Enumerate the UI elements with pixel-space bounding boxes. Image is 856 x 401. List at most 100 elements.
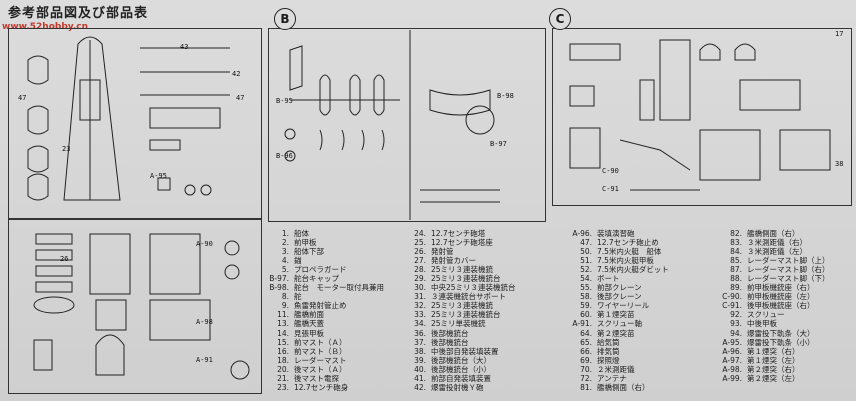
part-name: 探照燈 (597, 355, 620, 365)
part-number: 9. (281, 301, 289, 311)
part-number: 31. (414, 292, 426, 302)
sprue-b (268, 28, 546, 222)
list-item: 33.25ミリ３連装機銃台 (412, 310, 516, 319)
part-name: 舵台 モーター取付具兼用 (294, 283, 384, 293)
part-number: 28. (414, 265, 426, 275)
list-item: 51.7.5米内火艇甲板 (570, 256, 669, 265)
list-item: 34. 25ミリ単装機銃 (412, 319, 516, 328)
part-number: C-90. (722, 292, 742, 302)
sprue-c (552, 28, 852, 206)
parts-list-col-1: 1.船体 2.前甲板 3.船体下部 4.錨 5.プロペラガード B-97.舵台キ… (265, 229, 384, 392)
part-number: 83. (730, 238, 742, 248)
list-item: 82.艦橋側面（右） (722, 229, 830, 238)
list-item: 50.7.5米内火艇 船体 (570, 247, 669, 256)
list-item: 88. レーダーマスト脚（下） (722, 274, 830, 284)
part-name: 排気筒 (597, 346, 620, 356)
part-name: 給気筒 (597, 337, 620, 347)
part-number: 70. (580, 364, 592, 374)
part-name: 舵台キャップ (294, 274, 339, 284)
part-number: 66. (580, 346, 592, 356)
part-num: C-90 (602, 167, 619, 175)
part-num: B-96 (276, 152, 293, 160)
part-num: A-95 (150, 172, 167, 180)
part-number: A-91. (572, 319, 592, 329)
list-item: 2.前甲板 (265, 238, 384, 247)
part-name: ボート (597, 274, 620, 284)
part-name: 12.7センチ砲塔 (431, 229, 486, 238)
part-name: 25ミリ３連装機銃 (431, 301, 494, 311)
part-name: 前部自発装填装置 (431, 373, 491, 383)
list-item: 39.後部機銃台（大） (412, 356, 516, 365)
sprue-a-upper (8, 28, 262, 220)
part-name: 第２煙突（左） (747, 373, 800, 383)
part-name: ３米測距儀（右） (747, 238, 807, 248)
list-item: 58.後部クレーン (570, 292, 669, 301)
list-item: 38.中後部自発装填装置 (412, 347, 516, 356)
part-number: 64. (580, 328, 592, 338)
part-name: 後部機銃台 (431, 337, 469, 347)
part-number: 8. (281, 292, 289, 302)
part-name: 第１煙突（右） (747, 346, 800, 356)
list-item: 94.爆雷投下軌条（大） (722, 329, 830, 338)
part-name: 爆雷投下軌条（小） (747, 337, 815, 347)
part-name: スクリュー (747, 310, 785, 320)
part-number: A-96. (572, 229, 592, 238)
list-item: 30.中央25ミリ３連装機銃台 (412, 283, 515, 292)
part-number: 13. (277, 319, 289, 329)
part-number: 69. (580, 355, 592, 365)
list-item: 36.後部機銃台 (412, 329, 516, 338)
part-name: レーダーマスト脚（下） (747, 274, 830, 284)
part-num: B-98 (497, 92, 514, 100)
part-name: 25ミリ単装機銃 (431, 319, 486, 329)
part-number: 11. (277, 310, 289, 320)
part-num: C-91 (602, 185, 619, 193)
list-item: 64.第２煙突苗 (570, 329, 669, 338)
part-number: 41. (414, 373, 426, 383)
list-item: 60.第１煙突苗 (570, 310, 669, 319)
part-number: 34. (414, 319, 426, 329)
part-name: 発射管 (431, 247, 454, 257)
part-name: 7.5米内火艇ダビット (597, 265, 669, 275)
list-item: 5.プロペラガード (265, 265, 384, 274)
part-name: 舵 (294, 292, 302, 302)
part-number: 42. (414, 382, 426, 392)
list-item: 21.後マスト電探 (265, 374, 384, 383)
list-item: 54. ボート (570, 274, 669, 283)
part-name: 艦橋天蓋 (294, 319, 324, 329)
list-item: 31.３連装機銃台サポート (412, 292, 516, 301)
part-number: 93. (730, 319, 742, 329)
list-item: 8. 舵 (265, 292, 384, 301)
part-name: 後部機銃台（小） (431, 364, 491, 374)
part-number: 21. (277, 373, 289, 383)
part-num: 47 (18, 94, 27, 102)
part-number: 82. (730, 229, 742, 238)
list-item: 70. ２米測距儀 (570, 365, 669, 374)
part-name: スクリュー軸 (597, 319, 642, 329)
list-item: 87.レーダーマスト脚（右） (722, 265, 829, 274)
part-num: B-95 (276, 97, 293, 105)
list-item: 20.後マスト（Ａ） (265, 365, 384, 374)
part-name: ２米測距儀 (597, 364, 635, 374)
parts-list-col-3: A-96.装填演習砲 47.12.7センチ砲止め 50.7.5米内火艇 船体 5… (570, 229, 669, 392)
part-number: 32. (414, 301, 426, 311)
part-name: 前甲板機銃座（左） (747, 292, 815, 302)
part-name: 後部機銃台（大） (431, 355, 491, 365)
part-name: 前マスト（Ｂ） (294, 346, 347, 356)
part-number: 52. (580, 265, 592, 275)
list-item: B-97.舵台キャップ (265, 274, 384, 283)
part-number: 88. (730, 274, 742, 284)
part-number: 33. (414, 310, 426, 320)
part-number: 84. (730, 247, 742, 257)
list-item: 16.前マスト（Ｂ） (265, 347, 384, 356)
part-number: 54. (580, 274, 592, 284)
list-item: 40.後部機銃台（小） (412, 365, 516, 374)
part-number: A-98. (722, 364, 742, 374)
part-number: 27. (414, 256, 426, 266)
list-item: 4.錨 (265, 256, 384, 265)
list-item: A-96.第１煙突（右） (722, 347, 830, 356)
part-name: レーダーマスト (294, 355, 347, 365)
list-item: 23.12.7センチ砲身 (265, 383, 384, 392)
list-item: 28.25ミリ３連装機銃 (412, 265, 516, 274)
part-name: 後部機銃台 (431, 328, 469, 338)
part-number: 81. (580, 382, 592, 392)
